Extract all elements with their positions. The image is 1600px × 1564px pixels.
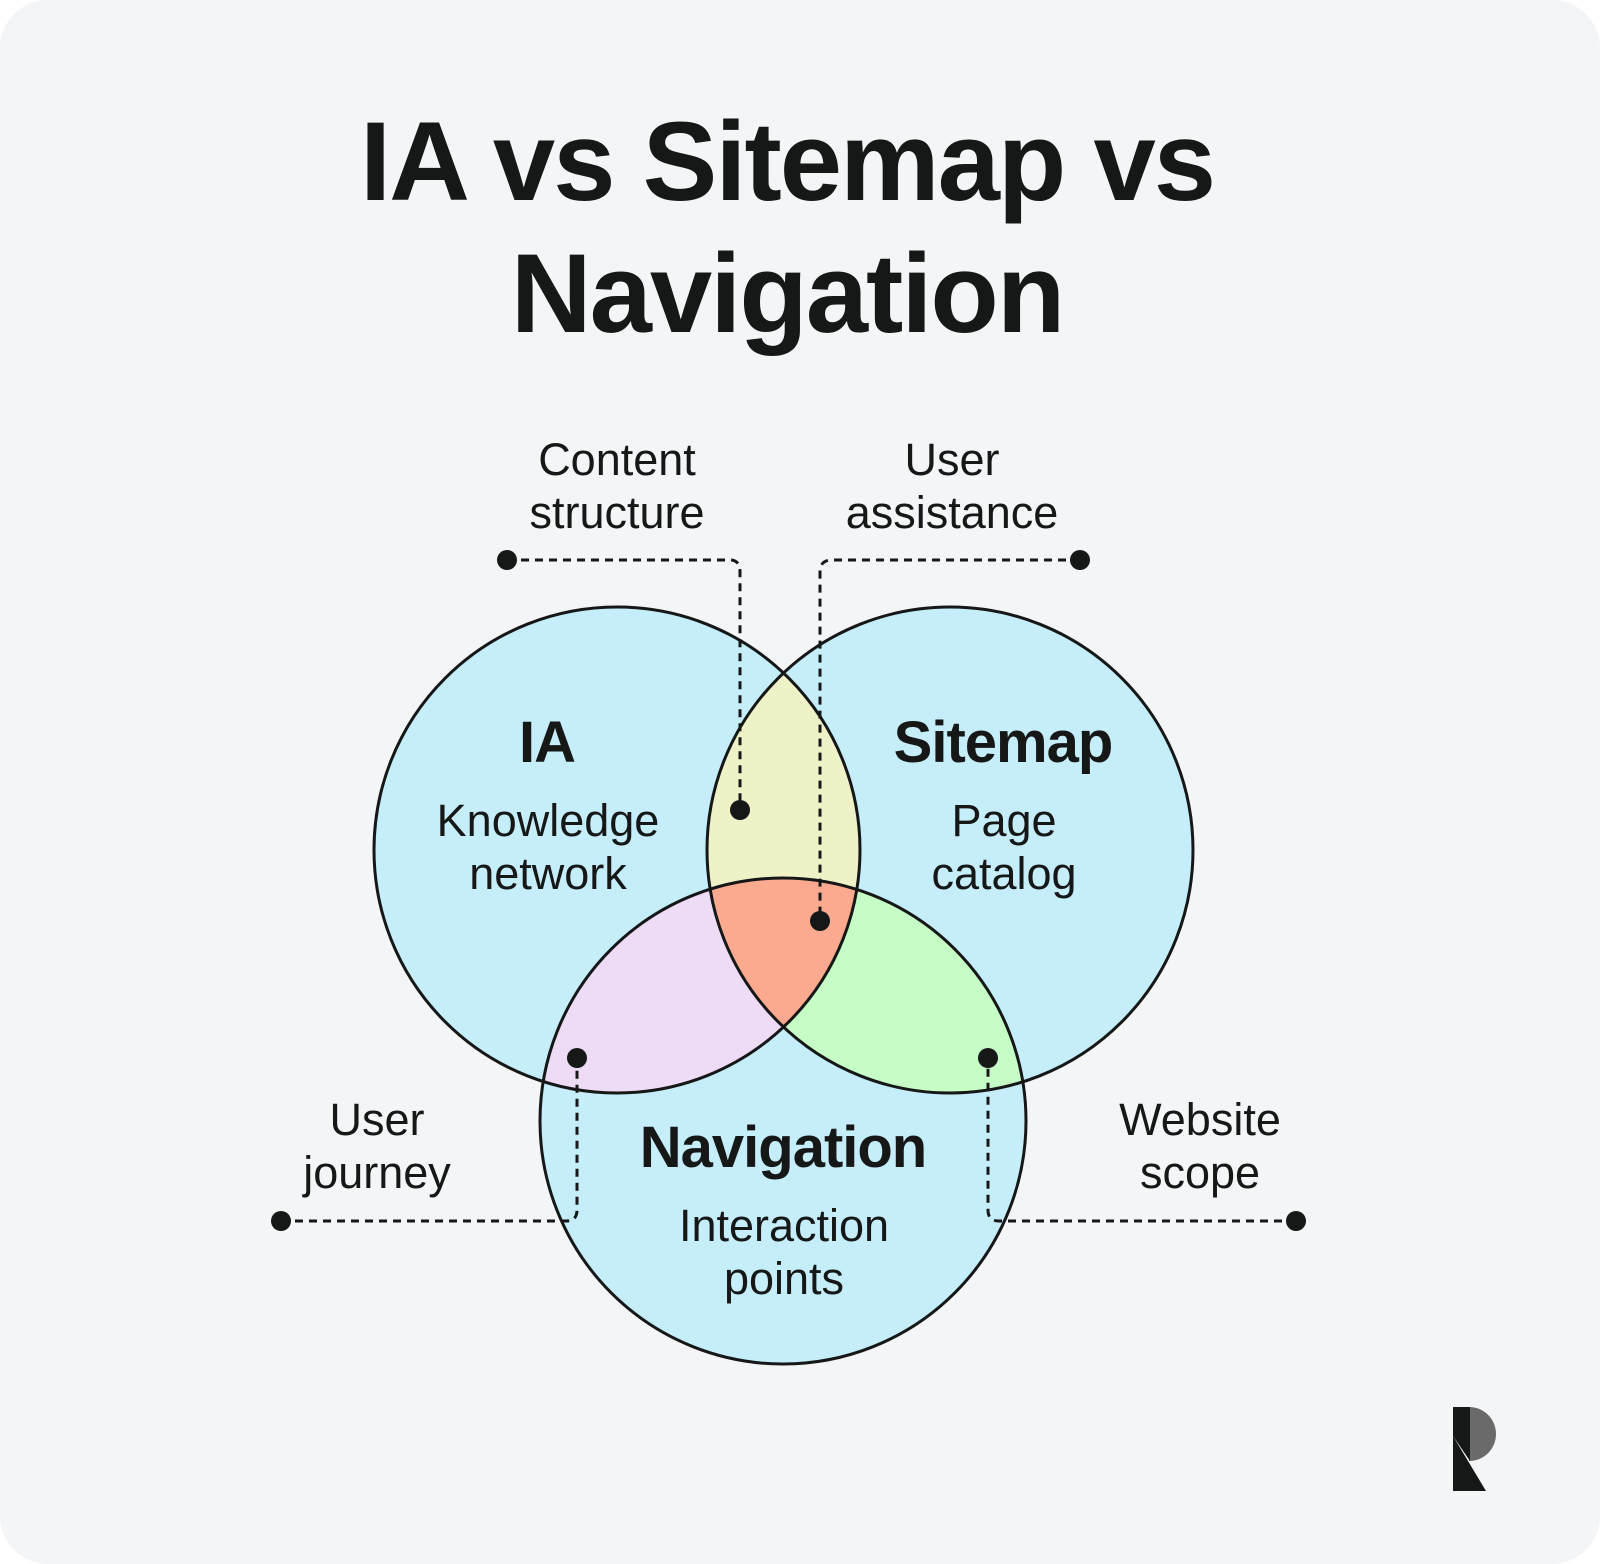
website-scope-label-1: Website	[1119, 1094, 1281, 1145]
website-scope-dot-end	[978, 1048, 998, 1068]
ia-heading: IA	[519, 710, 575, 775]
website-scope-label-2: scope	[1140, 1147, 1260, 1198]
sitemap-heading: Sitemap	[894, 710, 1113, 775]
sitemap-navigation-overlap	[707, 878, 1026, 1093]
ia-line-2: network	[469, 848, 627, 899]
ia-navigation-overlap	[540, 878, 860, 1093]
title-line-2: Navigation	[511, 231, 1064, 356]
user-assistance-dot-start	[1070, 550, 1090, 570]
sitemap-circle-outline	[705, 605, 1195, 1095]
user-journey-label-2: journey	[301, 1147, 451, 1198]
user-assistance-label-2: assistance	[846, 487, 1059, 538]
user-journey-connector	[281, 1060, 579, 1223]
content-structure-connector	[507, 558, 742, 808]
user-assistance-dot-end	[810, 911, 830, 931]
content-structure-label-2: structure	[529, 487, 704, 538]
user-assistance-connector	[818, 558, 1080, 919]
content-structure-label-1: Content	[538, 434, 696, 485]
navigation-line-2: points	[724, 1253, 844, 1304]
navigation-heading: Navigation	[640, 1115, 927, 1180]
user-journey-dot-start	[271, 1211, 291, 1231]
website-scope-connector	[986, 1060, 1296, 1223]
sitemap-line-2: catalog	[931, 848, 1076, 899]
connectors	[271, 550, 1306, 1231]
ia-line-1: Knowledge	[437, 795, 660, 846]
sitemap-line-1: Page	[951, 795, 1056, 846]
website-scope-dot-start	[1286, 1211, 1306, 1231]
r-logo-icon	[1453, 1407, 1496, 1491]
navigation-line-1: Interaction	[679, 1200, 889, 1251]
title-line-1: IA vs Sitemap vs	[360, 99, 1214, 224]
navigation-circle-outline	[538, 876, 1028, 1366]
user-assistance-label-1: User	[904, 434, 999, 485]
user-journey-dot-end	[567, 1048, 587, 1068]
content-structure-dot-start	[497, 550, 517, 570]
user-journey-label-1: User	[329, 1094, 424, 1145]
venn-fills	[372, 605, 1195, 1366]
ia-circle-outline	[372, 605, 862, 1095]
content-structure-dot-end	[730, 800, 750, 820]
